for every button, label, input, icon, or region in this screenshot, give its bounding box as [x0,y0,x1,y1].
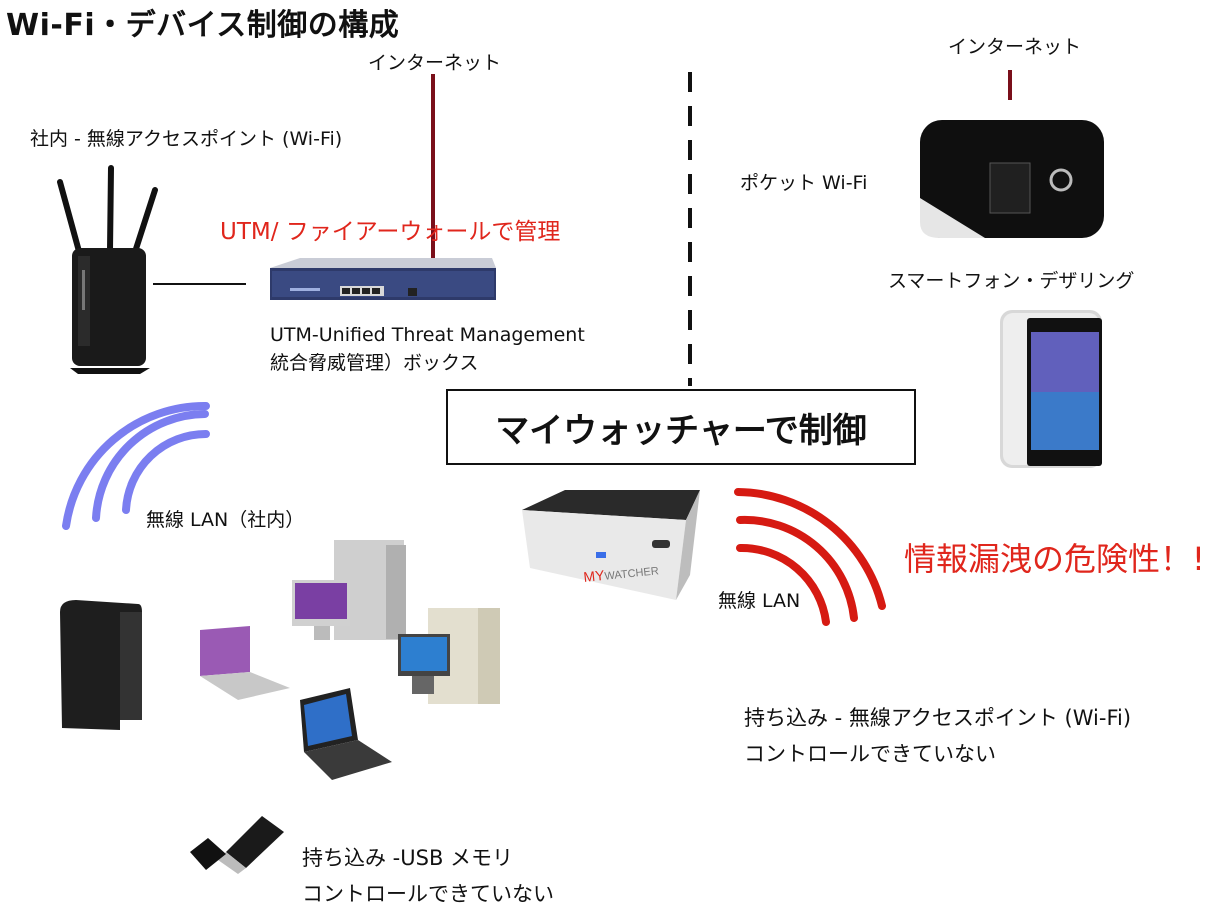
external-hdd-icon [60,600,142,730]
mywatcher-logo-watcher: WATCHER [604,565,659,583]
office-ap-label: 社内 - 無線アクセスポイント (Wi-Fi) [30,128,343,150]
mywatcher-control-box: マイウォッチャーで制御 [446,389,916,465]
smartphone-icon [1000,310,1102,468]
wireless-lan-office-label: 無線 LAN（社内） [146,509,305,531]
svg-text:MYWATCHER: MYWATCHER [583,561,660,585]
pocket-wifi-label: ポケット Wi-Fi [740,172,868,194]
utm-box-label-line2: 統合脅威管理）ボックス [270,352,479,374]
byod-ap-line1: 持ち込み - 無線アクセスポイント (Wi-Fi) [744,706,1132,730]
utm-box-label-line1: UTM-Unified Threat Management [270,324,585,346]
pocket-wifi-icon [920,120,1104,238]
byod-ap-line2: コントロールできていない [744,742,996,766]
mywatcher-logo-my: MY [583,567,606,585]
utm-managed-label: UTM/ ファイアーウォールで管理 [220,219,561,245]
internet-label-right: インターネット [948,36,1082,58]
page-title: Wi-Fi・デバイス制御の構成 [6,8,400,43]
wifi-waves-office [62,401,210,530]
info-leak-warning: 情報漏洩の危険性！! [904,540,1205,578]
internet-label-left: インターネット [368,52,502,74]
wifi-router-icon [57,165,158,374]
utm-box-icon [270,258,496,300]
usb-stick-icon [190,816,284,874]
usb-label-line2: コントロールできていない [302,882,554,906]
smartphone-tethering-label: スマートフォン・デザリング [888,270,1135,292]
mywatcher-device-icon [522,490,700,600]
usb-label-line1: 持ち込み -USB メモリ [302,846,514,870]
pc-cluster-icon [200,540,500,780]
wifi-waves-danger [734,488,886,626]
wireless-lan-label: 無線 LAN [718,590,801,612]
